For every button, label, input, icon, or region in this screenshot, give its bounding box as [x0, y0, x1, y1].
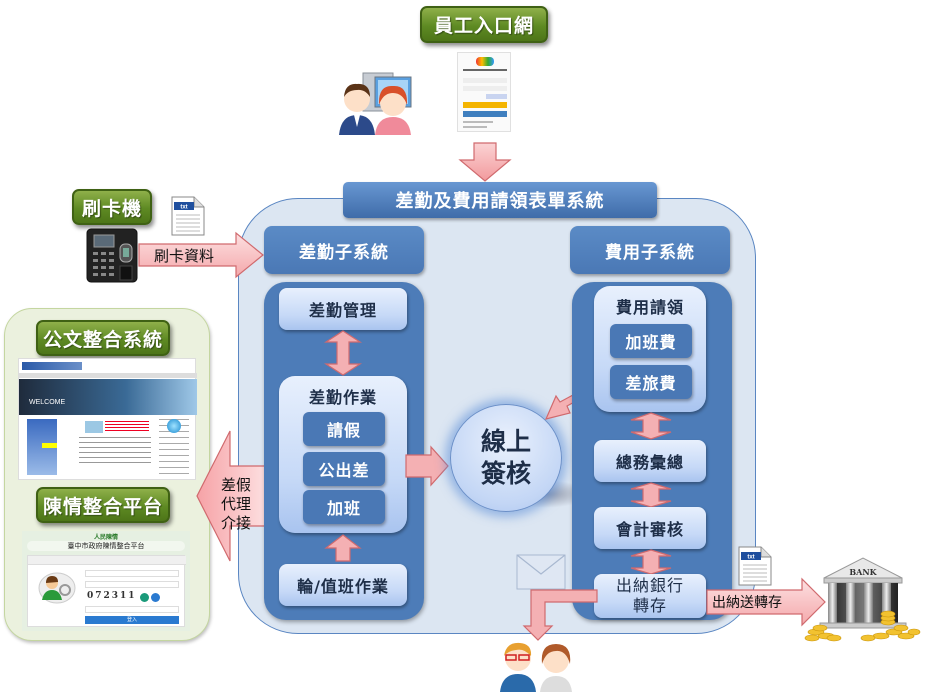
ga-accounting-double-arrow	[630, 482, 672, 508]
login-button: 登入	[85, 616, 179, 624]
portal-down-arrow	[458, 142, 512, 182]
proxy-line-2: 代理	[221, 495, 252, 513]
expense-subsystem-header: 費用子系統	[570, 226, 730, 274]
attendance-management-box: 差勤管理	[279, 288, 407, 330]
bank-sign: BANK	[849, 567, 877, 577]
general-affairs-box: 總務彙總	[594, 440, 706, 482]
mgmt-ops-double-arrow	[323, 330, 363, 376]
bank-txt-file-icon: txt	[738, 546, 772, 586]
approval-line-2: 簽核	[480, 459, 531, 488]
op-item-leave: 請假	[303, 412, 385, 446]
staff-users-icon	[500, 642, 572, 692]
claim-item-travel-expense: 差旅費	[610, 365, 692, 399]
op-item-overtime: 加班	[303, 490, 385, 524]
txt-file-icon: txt	[171, 196, 205, 236]
cashier-line-1: 出納銀行	[615, 576, 684, 595]
petition-platform-label: 陳情整合平台	[36, 487, 170, 523]
op-item-business-trip: 公出差	[303, 452, 385, 486]
accounting-cashier-double-arrow	[630, 549, 672, 575]
card-data-label: 刷卡資料	[154, 246, 215, 265]
cashier-to-bank-label: 出納送轉存	[712, 595, 782, 611]
petition-platform-screenshot: 人民陳情 臺中市政府陳情整合平台 072311 登入	[22, 531, 190, 631]
email-envelope-icon	[516, 554, 566, 590]
card-machine-label: 刷卡機	[72, 189, 152, 225]
proxy-line-1: 差假	[221, 476, 252, 494]
login-user-icon	[38, 572, 76, 604]
proxy-line-3: 介接	[221, 514, 252, 532]
online-approval-circle: 線上 簽核	[450, 404, 562, 512]
claim-item-overtime-pay: 加班費	[610, 324, 692, 358]
petition-header: 人民陳情	[93, 534, 118, 541]
claim-ga-double-arrow	[630, 412, 672, 440]
system-title: 差勤及費用請領表單系統	[343, 182, 657, 218]
captcha-text: 072311	[87, 591, 137, 601]
shift-up-arrow	[324, 534, 362, 562]
portal-label: 員工入口網	[420, 6, 548, 43]
cashier-to-users-arrow	[522, 589, 598, 641]
bank-building-icon: BANK	[804, 557, 921, 642]
cashier-to-bank-arrow: 出納送轉存	[706, 577, 826, 627]
users-computer-icon	[339, 72, 412, 135]
portal-login-screenshot	[457, 52, 511, 132]
welcome-text: WELCOME	[29, 399, 66, 406]
expense-claim-title: 費用請領	[615, 298, 684, 317]
document-system-label: 公文整合系統	[36, 320, 170, 356]
bank-txt-badge: txt	[747, 555, 754, 561]
cashier-line-2: 轉存	[632, 596, 667, 615]
document-system-screenshot: WELCOME	[18, 358, 197, 480]
txt-badge: txt	[180, 205, 187, 211]
cashier-bank-transfer-box: 出納銀行 轉存	[594, 574, 706, 618]
attendance-operations-title: 差勤作業	[308, 388, 377, 407]
card-reader-device-icon	[86, 228, 138, 283]
proxy-interface-arrow: 差假 代理 介接	[196, 430, 268, 562]
accounting-review-box: 會計審核	[594, 507, 706, 549]
shift-operations-box: 輪/值班作業	[279, 564, 407, 606]
approval-line-1: 線上	[480, 427, 531, 456]
attendance-subsystem-header: 差勤子系統	[264, 226, 424, 274]
ops-to-approval-arrow	[405, 445, 449, 487]
card-data-arrow: 刷卡資料	[138, 231, 264, 279]
petition-title: 臺中市政府陳情整合平台	[27, 541, 185, 551]
